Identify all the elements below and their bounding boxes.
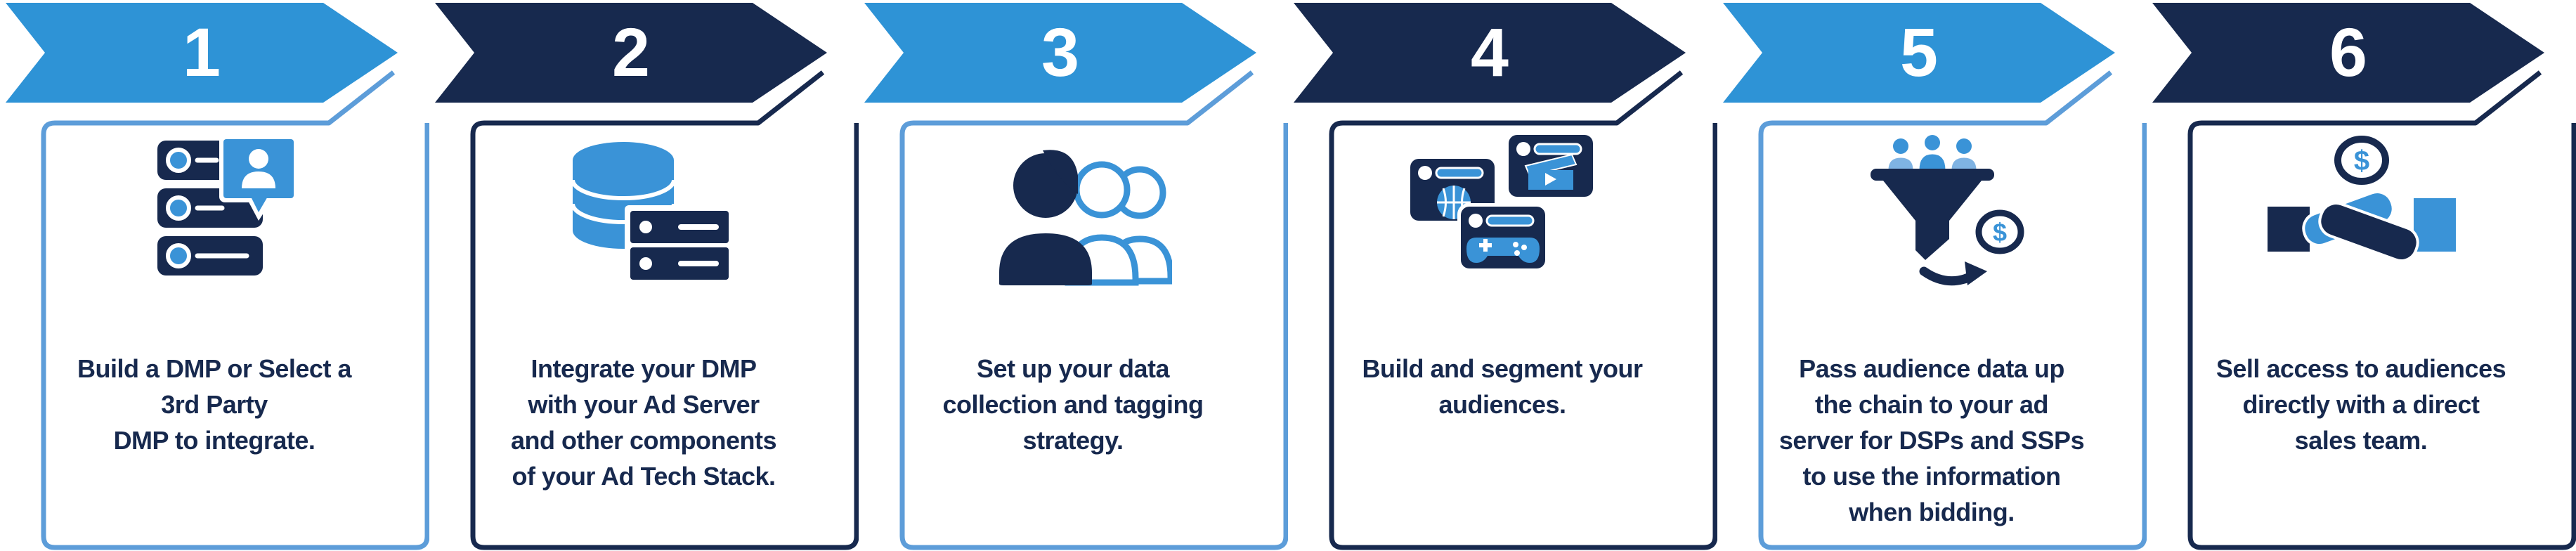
step-3: 3 Set up your data collection and taggin…: [859, 0, 1288, 551]
step-number: 2: [612, 14, 650, 91]
step-number: 5: [1900, 14, 1938, 91]
audience-funnel-dollar-icon: $: [1870, 135, 2024, 286]
svg-text:$: $: [1992, 218, 2006, 247]
step-2: 2 Integrate your DMP with your Ad Server…: [429, 0, 859, 551]
step-card: [1329, 70, 1717, 550]
dmp-server-user-icon: [157, 135, 298, 276]
handshake-dollar-icon: $: [2267, 136, 2456, 278]
step-description: Sell access to audiences directly with a…: [2216, 354, 2506, 455]
audience-people-icon: [998, 150, 1172, 286]
step-5-graphics: [1723, 3, 2147, 550]
chevron-arrow: [6, 3, 398, 103]
step-2-graphics: [435, 3, 859, 550]
step-card: [899, 70, 1288, 550]
svg-text:$: $: [2353, 145, 2369, 176]
chevron-arrow: [1723, 3, 2115, 103]
step-5: 5 $ Pass audience data up the chain to y…: [1717, 0, 2147, 551]
step-card: [470, 70, 859, 550]
content-segment-cards-icon: [1406, 134, 1596, 272]
chevron-arrow: [1294, 3, 1686, 103]
step-card: [41, 70, 429, 550]
step-4-graphics: [1294, 3, 1717, 550]
step-card: [1758, 70, 2147, 550]
chevron-arrow: [2152, 3, 2544, 103]
chevron-arrow: [864, 3, 1256, 103]
step-card: [2187, 70, 2576, 550]
chevron-arrow: [435, 3, 827, 103]
step-1-graphics: [6, 3, 429, 550]
step-description: Pass audience data up the chain to your …: [1778, 354, 2085, 526]
step-number: 4: [1471, 14, 1509, 91]
step-number: 3: [1041, 14, 1079, 91]
step-description: Build and segment your audiences.: [1362, 354, 1643, 419]
step-description: Build a DMP or Select a 3rd Party DMP to…: [77, 354, 351, 455]
step-6: 6 $ Sell access to audiences directly wi…: [2147, 0, 2576, 551]
step-3-graphics: [864, 3, 1288, 550]
step-4: 4: [1288, 0, 1717, 551]
step-1: 1 Build a DMP or Select a 3rd Party DMP …: [0, 0, 429, 551]
database-ad-server-icon: [570, 142, 734, 284]
step-number: 6: [2329, 14, 2367, 91]
step-number: 1: [183, 14, 221, 91]
step-description: Integrate your DMP with your Ad Server a…: [510, 354, 777, 491]
step-6-graphics: [2152, 3, 2576, 550]
step-description: Set up your data collection and tagging …: [942, 354, 1204, 455]
